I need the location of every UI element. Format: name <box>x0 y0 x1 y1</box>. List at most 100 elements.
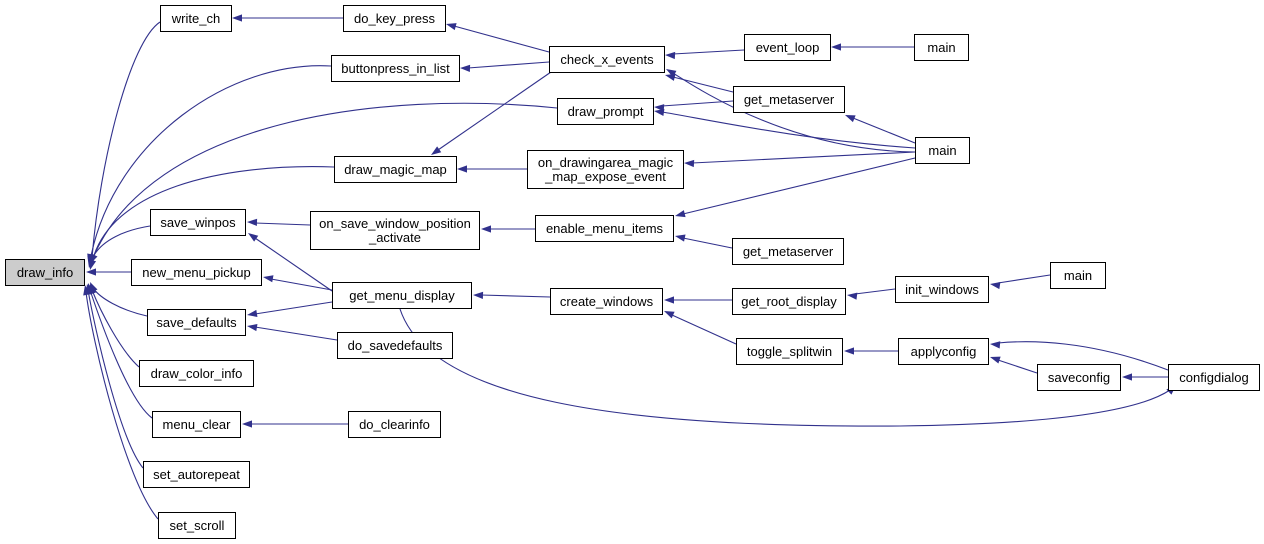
graph-node-get_metaserver1[interactable]: get_metaserver <box>733 86 845 113</box>
graph-node-label-applyconfig: applyconfig <box>910 343 977 359</box>
arrowhead-applyconfig-to-toggle_splitwin <box>844 347 854 355</box>
graph-node-label-get_menu_display: get_menu_display <box>349 287 455 303</box>
graph-node-main3[interactable]: main <box>1050 262 1106 289</box>
graph-node-on_save_window[interactable]: on_save_window_position _activate <box>310 211 480 250</box>
graph-node-enable_menu_items[interactable]: enable_menu_items <box>535 215 674 242</box>
arrowhead-get_metaserver2-to-enable_menu_items <box>675 234 686 242</box>
edge-create_windows-to-get_menu_display <box>480 294 551 298</box>
arrowhead-get_menu_display-to-save_winpos <box>248 233 259 242</box>
edge-check_x_events-to-do_key_press <box>453 25 550 53</box>
graph-node-do_savedefaults[interactable]: do_savedefaults <box>337 332 453 359</box>
arrowhead-on_drawingarea-to-draw_magic_map <box>457 165 467 173</box>
arrowhead-check_x_events-to-draw_magic_map <box>431 146 442 155</box>
arrowhead-main3-to-init_windows <box>990 282 1001 290</box>
edge-set_scroll-to-draw_info <box>85 291 159 520</box>
graph-node-main2[interactable]: main <box>915 137 970 164</box>
graph-node-label-main3: main <box>1063 267 1093 283</box>
graph-node-draw_prompt[interactable]: draw_prompt <box>557 98 654 125</box>
edge-main2-to-draw_prompt <box>661 111 916 149</box>
graph-node-label-get_metaserver2: get_metaserver <box>742 243 834 259</box>
arrowhead-main2-to-enable_menu_items <box>675 210 686 218</box>
graph-node-do_clearinfo[interactable]: do_clearinfo <box>348 411 441 438</box>
graph-node-saveconfig[interactable]: saveconfig <box>1037 364 1121 391</box>
arrowhead-event_loop-to-check_x_events <box>665 51 676 60</box>
edge-do_savedefaults-to-save_defaults <box>254 326 338 341</box>
graph-node-label-init_windows: init_windows <box>905 281 979 297</box>
arrowhead-do_clearinfo-to-menu_clear <box>242 420 252 428</box>
edge-draw_magic_map-to-draw_info <box>91 166 335 263</box>
graph-node-buttonpress[interactable]: buttonpress_in_list <box>331 55 460 82</box>
graph-node-label-on_drawingarea: on_drawingarea_magic _map_expose_event <box>537 154 674 184</box>
graph-node-main1[interactable]: main <box>914 34 969 61</box>
edge-configdialog-to-applyconfig <box>997 341 1169 371</box>
edge-get_menu_display-to-save_winpos <box>254 237 333 292</box>
graph-node-label-enable_menu_items: enable_menu_items <box>545 220 664 236</box>
graph-node-do_key_press[interactable]: do_key_press <box>343 5 446 32</box>
arrowhead-on_save_window-to-save_winpos <box>247 218 258 226</box>
graph-node-draw_magic_map[interactable]: draw_magic_map <box>334 156 457 183</box>
edge-get_metaserver1-to-draw_prompt <box>661 100 734 107</box>
edge-main2-to-get_metaserver1 <box>852 117 916 144</box>
graph-node-set_scroll[interactable]: set_scroll <box>158 512 236 539</box>
edge-main2-to-check_x_events <box>672 72 916 153</box>
arrowhead-check_x_events-to-buttonpress <box>460 64 471 72</box>
edge-main2-to-on_drawingarea <box>691 151 916 164</box>
edge-check_x_events-to-draw_magic_map <box>437 71 552 151</box>
edge-on_save_window-to-save_winpos <box>254 222 311 226</box>
graph-node-label-new_menu_pickup: new_menu_pickup <box>142 264 251 280</box>
graph-node-label-do_clearinfo: do_clearinfo <box>359 416 430 432</box>
arrowhead-main2-to-on_drawingarea <box>684 159 695 168</box>
edge-set_autorepeat-to-draw_info <box>87 289 144 469</box>
graph-node-label-main1: main <box>927 39 956 55</box>
graph-node-menu_clear[interactable]: menu_clear <box>152 411 241 438</box>
graph-node-create_windows[interactable]: create_windows <box>550 288 663 315</box>
graph-node-label-draw_info: draw_info <box>16 264 74 280</box>
graph-node-label-on_save_window: on_save_window_position _activate <box>319 215 471 245</box>
arrowhead-do_savedefaults-to-save_defaults <box>247 324 258 332</box>
graph-node-draw_info[interactable]: draw_info <box>5 259 85 286</box>
arrowhead-get_menu_display-to-save_defaults <box>247 309 258 317</box>
graph-node-get_metaserver2[interactable]: get_metaserver <box>732 238 844 265</box>
edge-buttonpress-to-draw_info <box>90 65 332 257</box>
arrowhead-set_scroll-to-draw_info <box>83 285 91 296</box>
graph-node-on_drawingarea[interactable]: on_drawingarea_magic _map_expose_event <box>527 150 684 189</box>
arrowhead-check_x_events-to-do_key_press <box>446 23 457 31</box>
graph-node-save_defaults[interactable]: save_defaults <box>147 309 246 336</box>
graph-node-configdialog[interactable]: configdialog <box>1168 364 1260 391</box>
arrowhead-main2-to-get_metaserver1 <box>845 115 856 123</box>
arrowhead-create_windows-to-get_menu_display <box>473 291 484 299</box>
graph-node-label-do_key_press: do_key_press <box>354 10 435 26</box>
graph-node-check_x_events[interactable]: check_x_events <box>549 46 665 73</box>
graph-node-label-check_x_events: check_x_events <box>560 51 654 67</box>
graph-node-label-draw_magic_map: draw_magic_map <box>344 161 447 177</box>
graph-node-toggle_splitwin[interactable]: toggle_splitwin <box>736 338 843 365</box>
edge-check_x_events-to-buttonpress <box>467 61 550 69</box>
graph-node-label-do_savedefaults: do_savedefaults <box>347 337 443 353</box>
graph-node-event_loop[interactable]: event_loop <box>744 34 831 61</box>
edge-draw_color_info-to-draw_info <box>91 289 140 368</box>
edge-save_winpos-to-draw_info <box>92 225 151 258</box>
graph-node-init_windows[interactable]: init_windows <box>895 276 989 303</box>
graph-node-label-menu_clear: menu_clear <box>162 416 231 432</box>
edge-write_ch-to-draw_info <box>91 21 161 259</box>
graph-node-draw_color_info[interactable]: draw_color_info <box>139 360 254 387</box>
graph-node-get_root_display[interactable]: get_root_display <box>732 288 846 315</box>
arrowhead-saveconfig-to-applyconfig <box>990 356 1001 364</box>
graph-node-get_menu_display[interactable]: get_menu_display <box>332 282 472 309</box>
graph-node-set_autorepeat[interactable]: set_autorepeat <box>143 461 250 488</box>
arrowhead-main2-to-draw_prompt <box>654 108 665 116</box>
arrowhead-main1-to-event_loop <box>831 43 841 51</box>
graph-node-applyconfig[interactable]: applyconfig <box>898 338 989 365</box>
edge-menu_clear-to-draw_info <box>89 289 153 419</box>
arrowhead-do_key_press-to-write_ch <box>232 14 242 22</box>
edge-main2-to-enable_menu_items <box>682 157 916 215</box>
edge-get_metaserver2-to-enable_menu_items <box>682 237 733 249</box>
graph-node-new_menu_pickup[interactable]: new_menu_pickup <box>131 259 262 286</box>
graph-node-write_ch[interactable]: write_ch <box>160 5 232 32</box>
edge-init_windows-to-get_root_display <box>854 288 896 295</box>
arrowhead-init_windows-to-get_root_display <box>847 292 858 300</box>
graph-node-label-draw_color_info: draw_color_info <box>150 365 243 381</box>
graph-node-save_winpos[interactable]: save_winpos <box>150 209 246 236</box>
